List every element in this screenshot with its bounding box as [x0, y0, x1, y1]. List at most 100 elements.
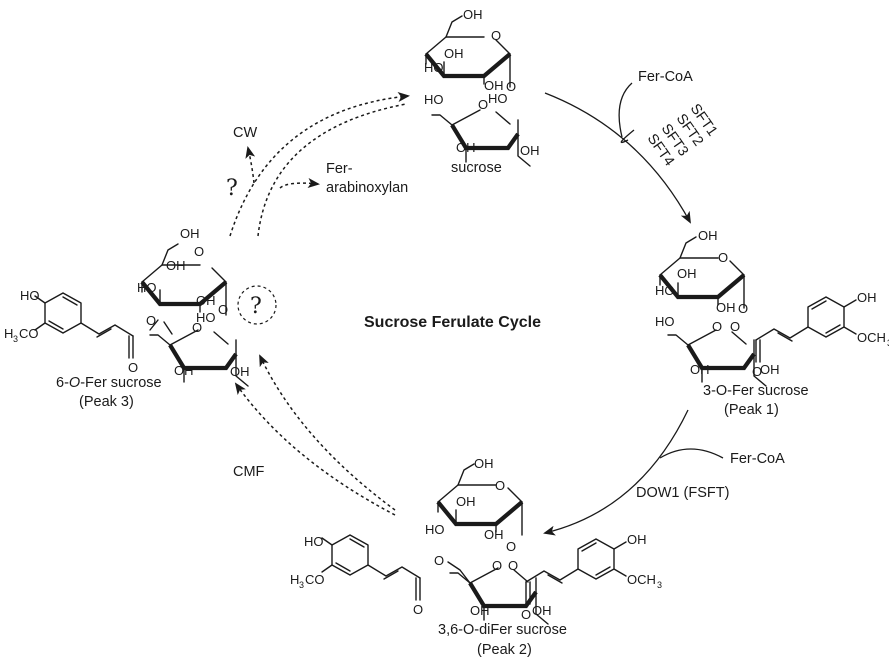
- atom-subscript: 3: [299, 580, 304, 590]
- atom-subscript: 3: [657, 580, 662, 590]
- atom-label: HO: [196, 310, 216, 325]
- atom-label: OH: [470, 603, 490, 618]
- atom-label: OCH: [627, 572, 656, 587]
- product-cw: CW: [233, 125, 257, 141]
- dashed-arrow-to-arabinoxylan: [279, 178, 320, 189]
- atom-label: OH: [456, 140, 476, 155]
- atom-label: O: [492, 558, 502, 573]
- compound-name-peak3: 6-O-Fer sucrose: [56, 375, 162, 391]
- atom-label: HO: [655, 283, 675, 298]
- compound-name-peak1: 3-O-Fer sucrose: [703, 383, 809, 399]
- atom-label: HO: [304, 534, 324, 549]
- cosubstrate-step2: Fer-CoA: [730, 451, 785, 467]
- step3-label: CMF: [233, 464, 265, 480]
- dashed-arrow-step3a: [234, 382, 396, 516]
- atom-label: O: [521, 607, 531, 622]
- atom-label: O: [434, 553, 444, 568]
- atom-label: HO: [424, 92, 444, 107]
- atom-label: OCH: [857, 330, 886, 345]
- atom-label: O: [128, 360, 138, 375]
- atom-label: OH: [174, 363, 194, 378]
- cosubstrate-curve-step1: [618, 82, 635, 144]
- atom-label: O: [712, 319, 722, 334]
- atom-label: OH: [463, 7, 483, 22]
- atom-label: O: [508, 558, 518, 573]
- reaction-arrow-step2: [543, 409, 689, 536]
- atom-label: CO: [305, 572, 325, 587]
- atom-label: OH: [230, 364, 250, 379]
- atom-label: OH: [716, 300, 736, 315]
- atom-label: OH: [444, 46, 464, 61]
- unknown-center-mark: ?: [250, 294, 262, 319]
- dashed-arrow-to-cw: [245, 146, 256, 184]
- reaction-step4: CW Fer- arabinoxylan ?: [226, 92, 410, 237]
- atom-label: HO: [488, 91, 508, 106]
- atom-label: O: [413, 602, 423, 617]
- atom-label: O: [146, 313, 156, 328]
- atom-label: OH: [627, 532, 647, 547]
- atom-label: OH: [456, 494, 476, 509]
- atom-subscript: 3: [887, 338, 889, 348]
- atom-label: O: [491, 28, 501, 43]
- atom-label: HO: [425, 522, 445, 537]
- unknown-enzyme-marker: ?: [237, 285, 277, 325]
- peak3-structure: OH O OH HO OH O O HO O O HO H 3 CO OH OH…: [4, 226, 250, 410]
- sucrose-structure: OH O OH HO OH O HO O HO OH OH sucrose: [424, 7, 540, 176]
- dashed-arrow-step4b: [257, 103, 407, 237]
- atom-label: O: [192, 320, 202, 335]
- product-fer-arabinoxylan-line1: Fer-: [326, 161, 353, 177]
- reaction-step2: Fer-CoA DOW1 (FSFT): [543, 409, 785, 536]
- atom-label: OH: [484, 78, 504, 93]
- atom-label: O: [730, 319, 740, 334]
- peak2-structure: OH O OH HO OH O O O O O HO H 3 CO O OH O…: [290, 456, 662, 658]
- atom-label: HO: [424, 60, 444, 75]
- atom-label: O: [738, 301, 748, 316]
- atom-label: OH: [760, 362, 780, 377]
- compound-peak-label-peak1: (Peak 1): [724, 402, 779, 418]
- compound-name-peak2: 3,6-O-diFer sucrose: [438, 622, 567, 638]
- dashed-arrow-step4a: [229, 92, 410, 237]
- cosubstrate-step1: Fer-CoA: [638, 69, 693, 85]
- compound-peak-label-peak3: (Peak 3): [79, 394, 134, 410]
- atom-label: OH: [484, 527, 504, 542]
- unknown-step-mark: ?: [226, 176, 238, 201]
- enzyme-dow1: DOW1 (FSFT): [636, 485, 729, 501]
- atom-label: H: [4, 326, 13, 341]
- atom-label: O: [218, 302, 228, 317]
- atom-label: O: [718, 250, 728, 265]
- atom-label: OH: [180, 226, 200, 241]
- dashed-arrow-step3b: [259, 354, 396, 511]
- atom-label: OH: [166, 258, 186, 273]
- atom-label: OH: [698, 228, 718, 243]
- dashed-circle: [237, 285, 277, 325]
- cosubstrate-curve-step2: [659, 448, 724, 459]
- atom-label: OH: [196, 293, 216, 308]
- product-fer-arabinoxylan-line2: arabinoxylan: [326, 180, 408, 196]
- atom-label: O: [194, 244, 204, 259]
- cycle-title: Sucrose Ferulate Cycle: [364, 314, 541, 331]
- compound-peak-label-peak2: (Peak 2): [477, 642, 532, 658]
- atom-label: OH: [857, 290, 877, 305]
- atom-label: O: [478, 97, 488, 112]
- peak1-structure: OH O OH HO OH O HO O O O OH OCH 3 OH OH …: [655, 228, 889, 418]
- atom-label: O: [752, 364, 762, 379]
- atom-label: CO: [19, 326, 39, 341]
- atom-label: OH: [690, 362, 710, 377]
- atom-label: OH: [532, 603, 552, 618]
- atom-label: OH: [474, 456, 494, 471]
- atom-label: H: [290, 572, 299, 587]
- atom-label: HO: [655, 314, 675, 329]
- atom-label: HO: [137, 280, 157, 295]
- atom-label: HO: [20, 288, 40, 303]
- reaction-step3: CMF: [233, 354, 396, 516]
- atom-label: O: [506, 79, 516, 94]
- reaction-step1: Fer-CoA SFT1 SFT2 SFT3 SFT4: [544, 69, 720, 224]
- atom-label: OH: [677, 266, 697, 281]
- atom-label: O: [495, 478, 505, 493]
- atom-label: OH: [520, 143, 540, 158]
- compound-name-sucrose: sucrose: [451, 160, 502, 176]
- atom-subscript: 3: [13, 334, 18, 344]
- atom-label: O: [506, 539, 516, 554]
- reaction-arrow-step1: [544, 92, 691, 224]
